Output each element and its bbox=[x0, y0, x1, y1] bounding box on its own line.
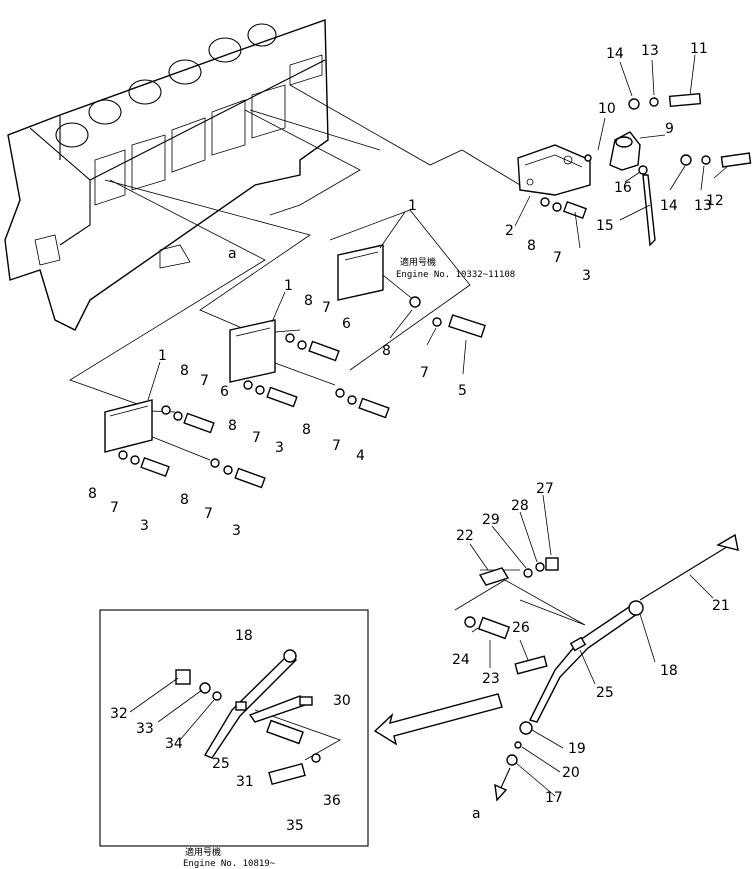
callout-18: 18 bbox=[660, 663, 678, 679]
callout-34: 34 bbox=[165, 736, 183, 752]
plates bbox=[104, 244, 384, 453]
callout-8: 8 bbox=[302, 422, 311, 438]
callout-19: 19 bbox=[568, 741, 586, 757]
callout-35: 35 bbox=[286, 818, 304, 834]
callout-17: 17 bbox=[545, 790, 563, 806]
callout-8: 8 bbox=[88, 486, 97, 502]
callout-30: 30 bbox=[333, 693, 351, 709]
callout-28: 28 bbox=[511, 498, 529, 514]
callout-14: 14 bbox=[660, 198, 678, 214]
callout-8: 8 bbox=[180, 363, 189, 379]
callout-8: 8 bbox=[527, 238, 536, 254]
callout-14: 14 bbox=[606, 46, 624, 62]
ref-a-bottom: a bbox=[472, 806, 481, 822]
callout-25: 25 bbox=[212, 756, 230, 772]
callout-7: 7 bbox=[420, 365, 429, 381]
callout-33: 33 bbox=[136, 721, 154, 737]
callout-7: 7 bbox=[200, 373, 209, 389]
callout-23: 23 bbox=[482, 671, 500, 687]
callout-8: 8 bbox=[382, 343, 391, 359]
inset-box bbox=[99, 609, 369, 847]
callout-3: 3 bbox=[582, 268, 591, 284]
callout-16: 16 bbox=[614, 180, 632, 196]
callout-11: 11 bbox=[690, 41, 708, 57]
callout-15: 15 bbox=[596, 218, 614, 234]
callout-7: 7 bbox=[553, 250, 562, 266]
callout-12: 12 bbox=[706, 193, 724, 209]
callout-6: 6 bbox=[220, 384, 229, 400]
callout-36: 36 bbox=[323, 793, 341, 809]
callout-5: 5 bbox=[458, 383, 467, 399]
callout-9: 9 bbox=[665, 121, 674, 137]
callout-3: 3 bbox=[232, 523, 241, 539]
note-lower-en: Engine No. 10819~ bbox=[183, 859, 276, 869]
callout-20: 20 bbox=[562, 765, 580, 781]
callout-leaders bbox=[147, 54, 729, 797]
bracket-assembly bbox=[517, 92, 752, 247]
callout-27: 27 bbox=[536, 481, 554, 497]
engine-block bbox=[4, 19, 329, 331]
callout-21: 21 bbox=[712, 598, 730, 614]
note-upper-jp: 適用号機 bbox=[400, 256, 436, 268]
callout-6: 6 bbox=[342, 316, 351, 332]
callout-8: 8 bbox=[228, 418, 237, 434]
callout-13: 13 bbox=[694, 198, 712, 214]
callout-25: 25 bbox=[596, 685, 614, 701]
callout-numbers: 1 1 1 2 3 3 3 3 4 5 6 6 7 7 7 7 7 7 7 7 … bbox=[88, 41, 730, 834]
fasteners bbox=[118, 296, 486, 489]
note-upper-en: Engine No. 10332~11108 bbox=[396, 270, 515, 280]
callout-2: 2 bbox=[505, 223, 514, 239]
callout-4: 4 bbox=[356, 448, 365, 464]
callout-3: 3 bbox=[140, 518, 149, 534]
callout-24: 24 bbox=[452, 652, 470, 668]
callout-32: 32 bbox=[110, 706, 128, 722]
note-lower-jp: 適用号機 bbox=[185, 846, 221, 858]
callout-8: 8 bbox=[180, 492, 189, 508]
callout-26: 26 bbox=[512, 620, 530, 636]
callout-22: 22 bbox=[456, 528, 474, 544]
callout-1-mid: 1 bbox=[284, 278, 293, 294]
callout-1-low: 1 bbox=[158, 348, 167, 364]
callout-7: 7 bbox=[322, 300, 331, 316]
callout-7: 7 bbox=[110, 500, 119, 516]
callout-29: 29 bbox=[482, 512, 500, 528]
callout-13: 13 bbox=[641, 43, 659, 59]
callout-3: 3 bbox=[275, 440, 284, 456]
callout-10: 10 bbox=[598, 101, 616, 117]
ref-a-block: a bbox=[228, 246, 237, 262]
callout-7: 7 bbox=[204, 506, 213, 522]
callout-7: 7 bbox=[332, 438, 341, 454]
callout-8: 8 bbox=[304, 293, 313, 309]
callout-7: 7 bbox=[252, 430, 261, 446]
callout-31: 31 bbox=[236, 774, 254, 790]
callout-1-upper: 1 bbox=[408, 198, 417, 214]
hollow-arrow bbox=[373, 693, 503, 746]
callout-18: 18 bbox=[235, 628, 253, 644]
applicability-notes: 適用号機 Engine No. 10332~11108 適用号機 Engine … bbox=[183, 256, 515, 869]
dipstick-assembly bbox=[464, 533, 739, 802]
